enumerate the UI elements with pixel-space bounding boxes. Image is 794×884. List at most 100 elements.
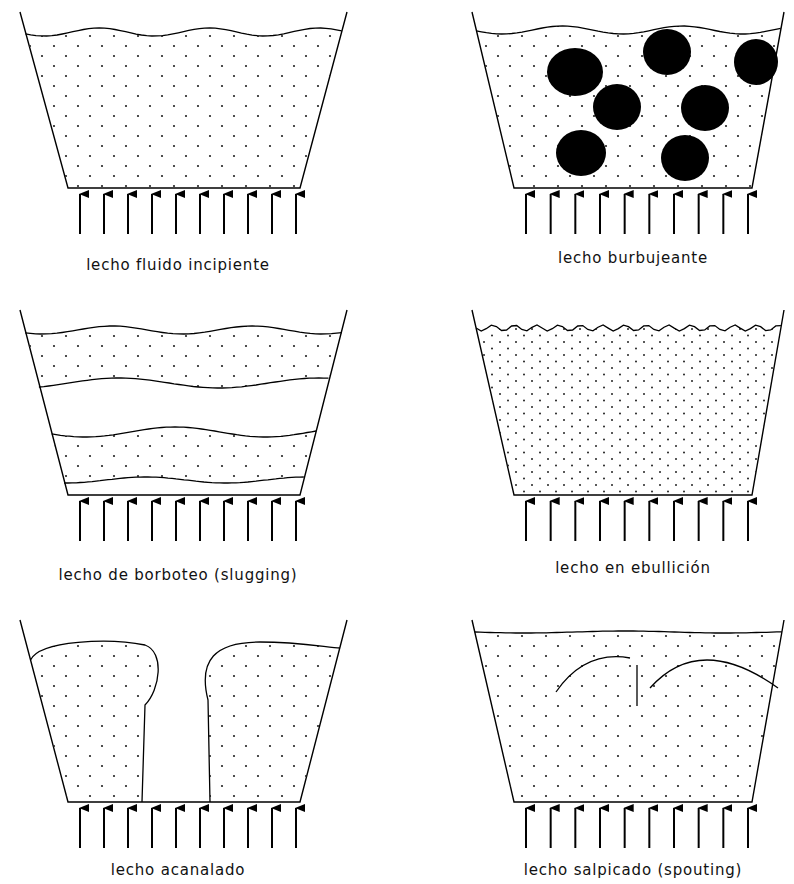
gas-flow-arrow [673, 194, 675, 234]
gas-flow-arrow [624, 501, 626, 541]
gas-flow-arrow [127, 501, 129, 541]
gas-bubble [556, 130, 606, 176]
bed-surface [476, 26, 780, 34]
gas-bubble [681, 85, 729, 131]
spout-flow-line [556, 657, 630, 692]
particle-slug [25, 326, 342, 388]
gas-flow-arrow [199, 501, 201, 541]
gas-flow-arrow [648, 808, 650, 848]
gas-flow-arrow [624, 808, 626, 848]
gas-bubble [661, 135, 709, 181]
gas-flow-arrow [550, 194, 552, 234]
gas-bubble [734, 39, 778, 85]
slug-boundary [39, 378, 329, 388]
vessel-wall [472, 310, 784, 495]
gas-flow-arrow [574, 808, 576, 848]
gas-flow-arrow [223, 194, 225, 234]
gas-flow-arrow [127, 808, 129, 848]
gas-flow-arrow [103, 501, 105, 541]
gas-flow-arrow [722, 501, 724, 541]
particle-bed [26, 28, 342, 188]
gas-bubble [643, 29, 691, 75]
bed-surface [26, 28, 342, 36]
gas-flow-arrow [199, 194, 201, 234]
particle-slug [52, 427, 316, 483]
gas-flow-arrow [747, 194, 749, 234]
vessel-wall [20, 620, 347, 802]
gas-bubble [593, 84, 641, 130]
gas-flow-arrow [525, 808, 527, 848]
gas-flow-arrow [550, 501, 552, 541]
gas-flow-arrow [79, 501, 81, 541]
gas-flow-arrow [151, 194, 153, 234]
regime-caption: lecho salpicado (spouting) [524, 861, 742, 879]
vessel-wall [472, 620, 784, 802]
gas-flow-arrow [747, 808, 749, 848]
gas-flow-arrow [151, 501, 153, 541]
slug-boundary [52, 427, 316, 437]
gas-flow-arrow [648, 501, 650, 541]
regime-caption: lecho de borboteo (slugging) [58, 566, 297, 584]
gas-flow-arrow [722, 194, 724, 234]
gas-flow-arrow [550, 808, 552, 848]
gas-bubble [547, 48, 603, 96]
gas-flow-arrow [673, 501, 675, 541]
bed-surface [475, 631, 782, 633]
gas-flow-arrow [79, 194, 81, 234]
slug-boundary [64, 477, 304, 483]
gas-flow-arrow [223, 808, 225, 848]
regime-caption: lecho acanalado [111, 861, 245, 879]
gas-flow-arrow [175, 808, 177, 848]
gas-flow-arrow [599, 501, 601, 541]
gas-flow-arrow [247, 194, 249, 234]
gas-flow-arrow [648, 194, 650, 234]
particle-bed [476, 325, 781, 495]
gas-flow-arrow [599, 194, 601, 234]
gas-flow-arrow [624, 194, 626, 234]
gas-flow-arrow [271, 501, 273, 541]
gas-flow-arrow [698, 808, 700, 848]
vessel-wall [20, 12, 347, 188]
gas-flow-arrow [295, 194, 297, 234]
regime-caption: lecho fluido incipiente [86, 256, 270, 274]
gas-flow-arrow [698, 501, 700, 541]
gas-flow-arrow [271, 808, 273, 848]
gas-flow-arrow [722, 808, 724, 848]
channel-wall [31, 641, 159, 802]
gas-flow-arrow [103, 808, 105, 848]
gas-flow-arrow [199, 808, 201, 848]
gas-flow-arrow [127, 194, 129, 234]
gas-flow-arrow [247, 808, 249, 848]
regime-caption: lecho en ebullición [555, 559, 711, 577]
gas-flow-arrow [79, 808, 81, 848]
gas-flow-arrow [175, 194, 177, 234]
gas-flow-arrow [747, 501, 749, 541]
gas-flow-arrow [151, 808, 153, 848]
gas-flow-arrow [295, 501, 297, 541]
gas-flow-arrow [223, 501, 225, 541]
particle-bed [205, 642, 340, 802]
gas-flow-arrow [574, 501, 576, 541]
slug-boundary [25, 326, 342, 334]
gas-flow-arrow [599, 808, 601, 848]
particle-bed [475, 631, 782, 802]
channel-wall [205, 642, 340, 802]
gas-flow-arrow [698, 194, 700, 234]
spout-channel [636, 665, 637, 706]
bed-surface [476, 325, 781, 331]
gas-flow-arrow [525, 501, 527, 541]
regime-caption: lecho burbujeante [558, 249, 708, 267]
gas-flow-arrow [673, 808, 675, 848]
vessel-wall [472, 12, 784, 188]
spout-flow-line [650, 660, 778, 688]
gas-flow-arrow [247, 501, 249, 541]
gas-flow-arrow [525, 194, 527, 234]
particle-bed [476, 26, 780, 188]
gas-flow-arrow [103, 194, 105, 234]
gas-flow-arrow [271, 194, 273, 234]
gas-flow-arrow [574, 194, 576, 234]
gas-flow-arrow [295, 808, 297, 848]
vessel-wall [20, 310, 347, 495]
